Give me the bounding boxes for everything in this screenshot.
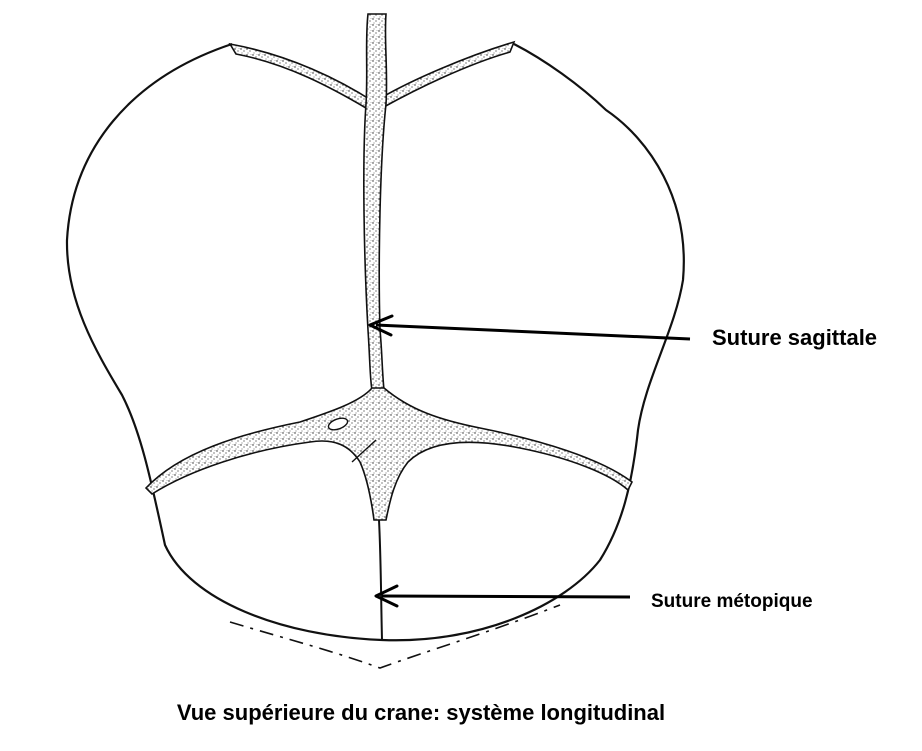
fontanelle-mark — [327, 417, 349, 431]
anterior-fontanelle — [144, 387, 634, 521]
metopic-suture-label: Suture métopique — [651, 591, 813, 612]
metopic-arrow-line — [381, 594, 631, 599]
metopic-arrowhead — [374, 584, 399, 608]
facial-outline-dashed — [229, 604, 561, 669]
sagittal-arrow-line — [375, 323, 691, 341]
lambdoid-suture — [228, 40, 516, 109]
fontanelle-crack — [351, 439, 377, 463]
sagittal-arrowhead — [368, 314, 394, 337]
sagittal-suture — [363, 13, 388, 391]
skull-outline — [65, 42, 685, 642]
metopic-suture — [378, 519, 383, 641]
sagittal-suture-label: Suture sagittale — [712, 325, 878, 350]
figure-caption: Vue supérieure du crane: système longitu… — [176, 700, 666, 725]
